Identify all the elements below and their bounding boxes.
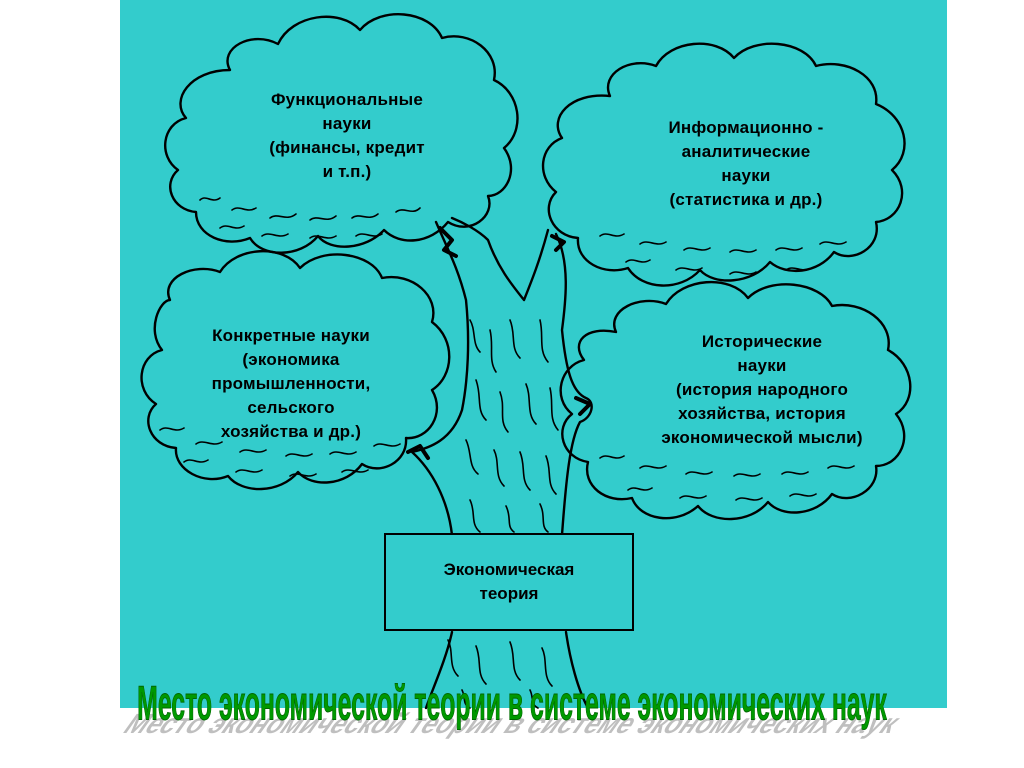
economic-theory-line: теория [479, 584, 539, 603]
crown-concrete-line: сельского [247, 398, 335, 417]
crown-informational-line: Информационно - [668, 118, 824, 137]
crown-concrete-line: (экономика [242, 350, 340, 369]
crown-informational-line: аналитические [681, 142, 811, 161]
crown-functional-label: Функциональные науки (финансы, кредит и … [236, 88, 458, 184]
crown-informational-line: (статистика и др.) [669, 190, 823, 209]
crown-concrete-line: промышленности, [211, 374, 371, 393]
crown-functional-line: науки [322, 114, 372, 133]
crown-concrete-label: Конкретные науки (экономика промышленнос… [178, 324, 404, 444]
crown-functional-line: (финансы, кредит [269, 138, 425, 157]
caption: Место экономической теории в системе эко… [40, 676, 984, 768]
tree-trunk [406, 216, 593, 710]
economic-theory-line: Экономическая [443, 560, 575, 579]
crown-historical-line: (история народного [675, 380, 849, 399]
crown-informational-label: Информационно - аналитические науки (ста… [630, 116, 862, 212]
caption-title: Место экономической теории в системе эко… [137, 676, 887, 731]
crown-informational-line: науки [721, 166, 771, 185]
crown-historical-line: экономической мысли) [661, 428, 863, 447]
crown-historical-line: хозяйства, история [678, 404, 846, 423]
economic-theory-box: Экономическая теория [384, 533, 634, 631]
crown-historical [559, 280, 912, 521]
crown-informational [541, 42, 906, 287]
crown-historical-label: Исторические науки (история народного хо… [624, 330, 900, 450]
crown-functional-line: и т.п.) [322, 162, 372, 181]
crown-historical-line: Исторические [701, 332, 823, 351]
crown-functional [164, 13, 519, 254]
crown-concrete-line: Конкретные науки [212, 326, 370, 345]
crown-concrete [140, 250, 451, 491]
crown-concrete-line: хозяйства и др.) [220, 422, 362, 441]
crown-historical-line: науки [737, 356, 787, 375]
crown-functional-line: Функциональные [270, 90, 424, 109]
